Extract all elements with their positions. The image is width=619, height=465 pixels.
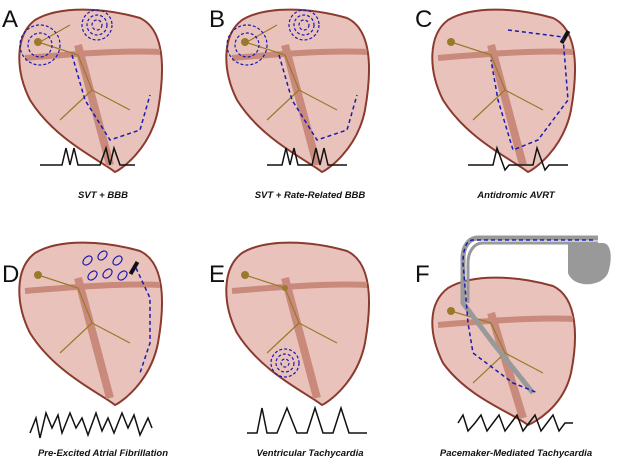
heart-d (18, 241, 163, 407)
conduction-paths (244, 274, 338, 354)
panel-label: B (209, 6, 226, 33)
panel-label: F (415, 261, 430, 288)
panel-caption: SVT + Rate-Related BBB (254, 190, 366, 201)
heart-diagram-d (18, 241, 163, 439)
panel-label: C (415, 6, 433, 33)
septum (487, 311, 527, 420)
septum (281, 276, 321, 400)
panel-b: B SVT + Rate-Related BBB (207, 0, 413, 232)
heart-f (431, 235, 611, 427)
accessory-pathway (559, 29, 571, 45)
heart-diagram-e (225, 241, 370, 434)
panel-caption: Antidromic AVRT (477, 190, 555, 201)
ventricular-reentry-circles (270, 348, 300, 378)
reentry-circles (19, 9, 113, 66)
conduction-paths (37, 24, 131, 121)
accessory-pathway (128, 260, 140, 276)
heart-diagram-c (431, 8, 576, 174)
ecg-trace-e (247, 405, 367, 434)
panel-label: E (209, 261, 226, 288)
arrow-path (490, 29, 569, 152)
pacemaker-lead-2 (466, 241, 598, 303)
atrial-divider (231, 281, 368, 294)
panel-f: F Pacemaker-Mediated Tachycardia (413, 233, 619, 465)
ecg-trace-c (468, 145, 568, 172)
panel-caption: Pacemaker-Mediated Tachycardia (439, 448, 593, 459)
septum (487, 43, 527, 167)
ecg-trace-b (267, 147, 347, 166)
panel-label: D (2, 261, 20, 288)
fibrillation-swirls (82, 250, 128, 281)
septum (281, 43, 321, 167)
panel-caption: SVT + BBB (78, 190, 128, 201)
panel-e: E Ventricular Tachycardia (207, 233, 413, 465)
panel-caption: Pre-Excited Atrial Fibrillation (37, 448, 169, 459)
septum (74, 276, 114, 400)
arrow-path (135, 267, 151, 374)
pacemaker-device (568, 243, 611, 285)
ecg-trace-f (457, 413, 573, 433)
heart-e (225, 241, 370, 407)
arrow-path (278, 54, 358, 141)
panel-d: D Pre-Excited Atrial Fibrillation (0, 233, 206, 465)
atrial-divider (437, 48, 574, 61)
reentry-circles (226, 9, 320, 66)
panel-caption: Ventricular Tachycardia (256, 448, 364, 459)
atrial-divider (24, 281, 161, 294)
heart-diagram-f (431, 235, 611, 433)
septum (74, 43, 114, 167)
conduction-paths (450, 310, 544, 384)
panel-c: C Antidromic AVRT (413, 0, 619, 232)
heart-diagram-a (18, 8, 163, 174)
pacemaker-lead (460, 235, 598, 395)
atrial-divider (437, 315, 574, 328)
heart-b (225, 8, 370, 174)
panel-label: A (2, 6, 19, 33)
arrow-path (462, 239, 593, 394)
ecg-trace-a (40, 145, 135, 166)
heart-c (431, 8, 576, 174)
panel-a: A SVT + BBB (0, 0, 206, 232)
heart-diagram-b (225, 8, 370, 174)
conduction-paths (37, 274, 131, 354)
ecg-trace-d (29, 410, 153, 439)
arrow-path (71, 54, 151, 141)
conduction-paths (244, 24, 338, 121)
conduction-paths (450, 41, 544, 121)
heart-a (18, 8, 163, 174)
